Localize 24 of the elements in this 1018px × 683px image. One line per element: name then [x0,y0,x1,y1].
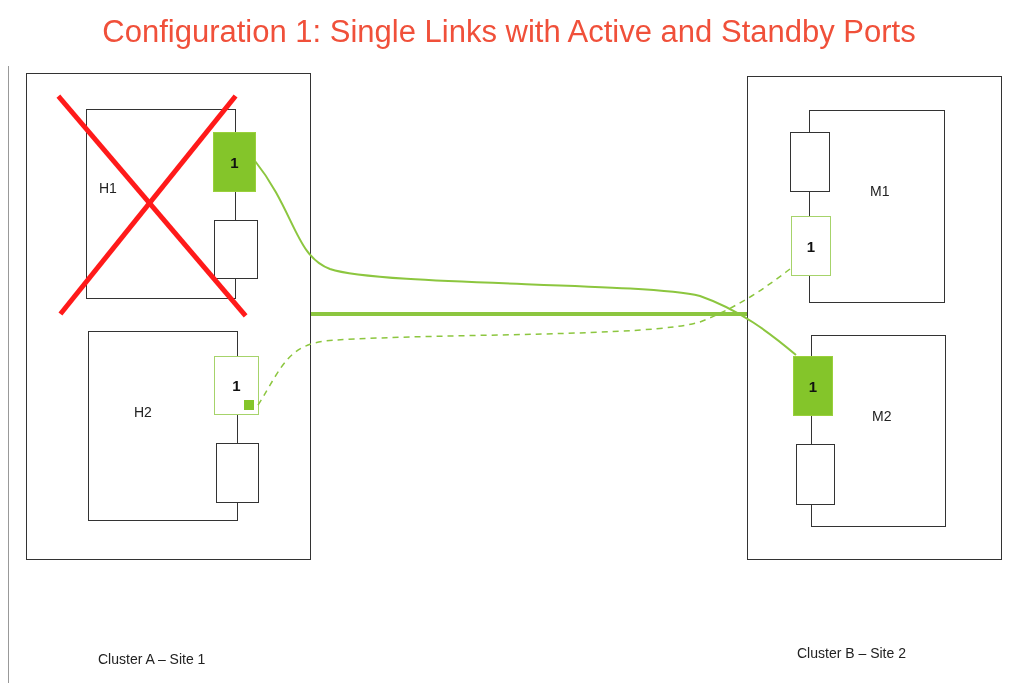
host-name: M1 [870,183,890,199]
cluster-box [747,76,1002,560]
port-number: 1 [806,237,816,255]
port-box [214,356,259,415]
connection-line [254,160,797,356]
port-box [214,220,258,279]
title: Configuration 1: Single Links with Active and Standby Ports [101,14,917,50]
cluster-caption: Cluster B – Site 2 [797,645,906,661]
cluster-box [26,73,311,560]
port-number: 1 [232,377,241,394]
host-name: H2 [134,404,152,420]
port-number: 1 [808,377,818,395]
port-box [213,132,256,192]
port-box [791,216,831,276]
port-box [790,132,830,192]
host-name: M2 [872,408,892,424]
cluster-caption: Cluster A – Site 1 [98,651,206,667]
connection-line [257,268,791,406]
port-box [796,444,835,505]
port-box [216,443,259,503]
port-number: 1 [230,153,239,171]
host-name: H1 [99,180,117,196]
link-line [311,312,747,316]
port-box [793,356,833,416]
